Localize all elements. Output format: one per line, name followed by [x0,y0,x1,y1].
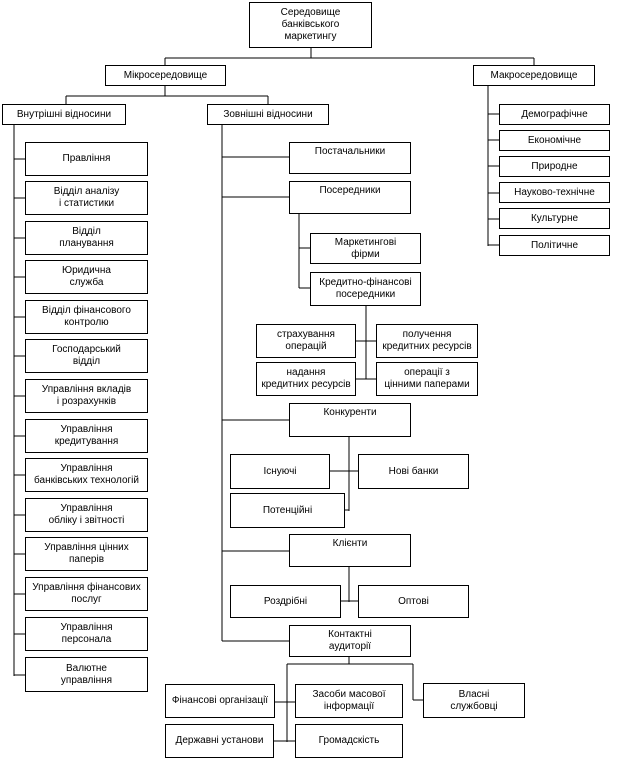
external-relations-box: Зовнішні відносини [207,104,329,125]
internal-item: Управління персонала [25,617,148,651]
internal-item: Управління кредитування [25,419,148,453]
public-box: Громадскість [295,724,403,758]
macro-item: Науково-технічне [499,182,610,203]
granting-credit-box: надання кредитних ресурсів [256,362,356,396]
internal-item: Управління цінних паперів [25,537,148,571]
macro-environment-box: Макросередовище [473,65,595,86]
root-box: Середовище банківського маркетингу [249,2,372,48]
existing-competitors-box: Існуючі [230,454,330,489]
macro-item: Природне [499,156,610,177]
marketing-firms-box: Маркетингові фірми [310,233,421,264]
internal-item: Управління вкладів і розрахунків [25,379,148,413]
internal-item: Управління фінансових послуг [25,577,148,611]
contact-audiences-box: Контактні аудиторії [289,625,411,657]
retail-clients-box: Роздрібні [230,585,341,618]
financial-organizations-box: Фінансові організації [165,684,275,718]
internal-item: Відділ планування [25,221,148,255]
clients-box: Клієнти [289,534,411,567]
securities-operations-box: операції з цінними паперами [376,362,478,396]
new-banks-box: Нові банки [358,454,469,489]
internal-item: Юридична служба [25,260,148,294]
internal-item: Управління банківських технологій [25,458,148,492]
internal-item: Відділ фінансового контролю [25,300,148,334]
macro-item: Демографічне [499,104,610,125]
internal-item: Правління [25,142,148,176]
own-staff-box: Власні службовці [423,683,525,718]
internal-item: Відділ аналізу і статистики [25,181,148,215]
insurance-operations-box: страхування операцій [256,324,356,358]
macro-item: Культурне [499,208,610,229]
macro-item: Економічне [499,130,610,151]
receiving-credit-box: получення кредитних ресурсів [376,324,478,358]
credit-intermediaries-box: Кредитно-фінансові посередники [310,272,421,306]
suppliers-box: Постачальники [289,142,411,174]
intermediaries-box: Посередники [289,181,411,214]
internal-item: Управління обліку і звітності [25,498,148,532]
competitors-box: Конкуренти [289,403,411,437]
potential-competitors-box: Потенційні [230,493,345,528]
mass-media-box: Засоби масової інформації [295,684,403,718]
micro-environment-box: Мікросередовище [105,65,226,86]
wholesale-clients-box: Оптові [358,585,469,618]
internal-item: Господарський відділ [25,339,148,373]
macro-item: Політичне [499,235,610,256]
internal-relations-box: Внутрішні відносини [2,104,126,125]
state-institutions-box: Державні установи [165,724,274,758]
internal-item: Валютне управління [25,657,148,692]
